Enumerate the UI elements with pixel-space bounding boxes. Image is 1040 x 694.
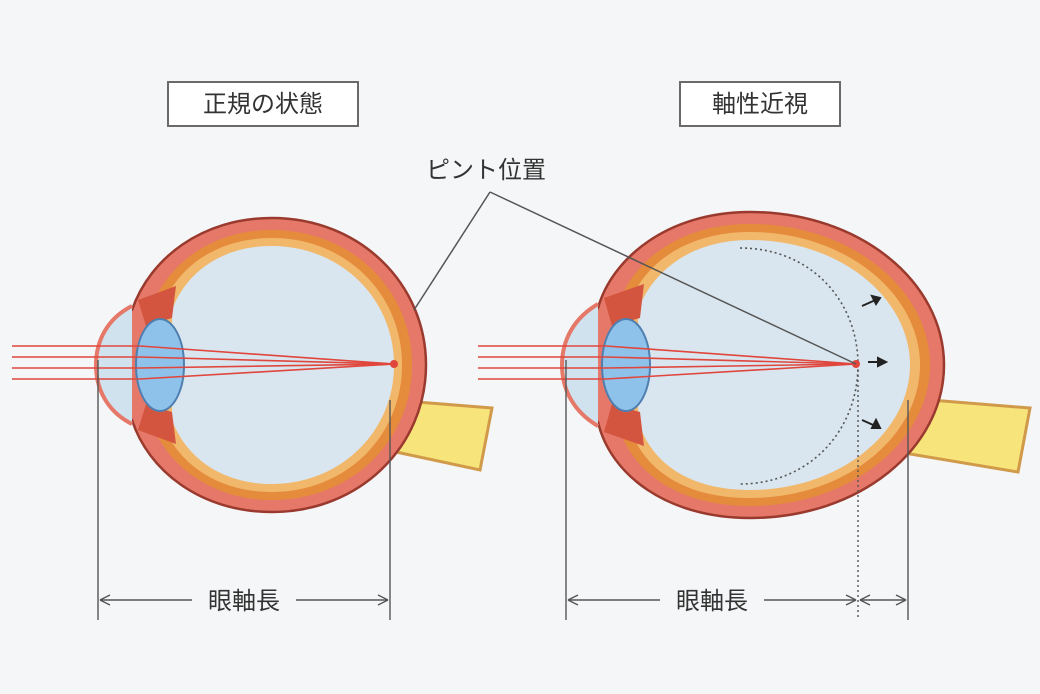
right-title: 軸性近視 (712, 90, 808, 118)
left-axial-length-label: 眼軸長 (208, 587, 280, 615)
right-dimension (565, 360, 909, 620)
left-cornea (93, 304, 133, 426)
right-axial-length-label: 眼軸長 (676, 587, 748, 615)
elongation-arrows (861, 294, 889, 429)
right-iris-top (604, 284, 644, 326)
right-title-box: 軸性近視 (679, 81, 841, 127)
focus-label: ピント位置 (426, 156, 546, 184)
focus-leader-lines (413, 191, 857, 365)
right-cornea (559, 302, 600, 428)
left-title: 正規の状態 (203, 90, 323, 118)
right-eye (478, 210, 1032, 520)
right-light-rays (478, 345, 857, 380)
left-focal-point (390, 360, 398, 368)
left-iris-top (138, 286, 176, 326)
left-dimension (97, 360, 391, 620)
left-lens (135, 318, 185, 412)
right-lens (601, 318, 651, 412)
left-iris-bottom (138, 404, 176, 444)
right-iris-bottom (604, 404, 644, 446)
left-eye (12, 216, 494, 514)
left-light-rays (12, 345, 395, 380)
left-title-box: 正規の状態 (167, 81, 359, 127)
